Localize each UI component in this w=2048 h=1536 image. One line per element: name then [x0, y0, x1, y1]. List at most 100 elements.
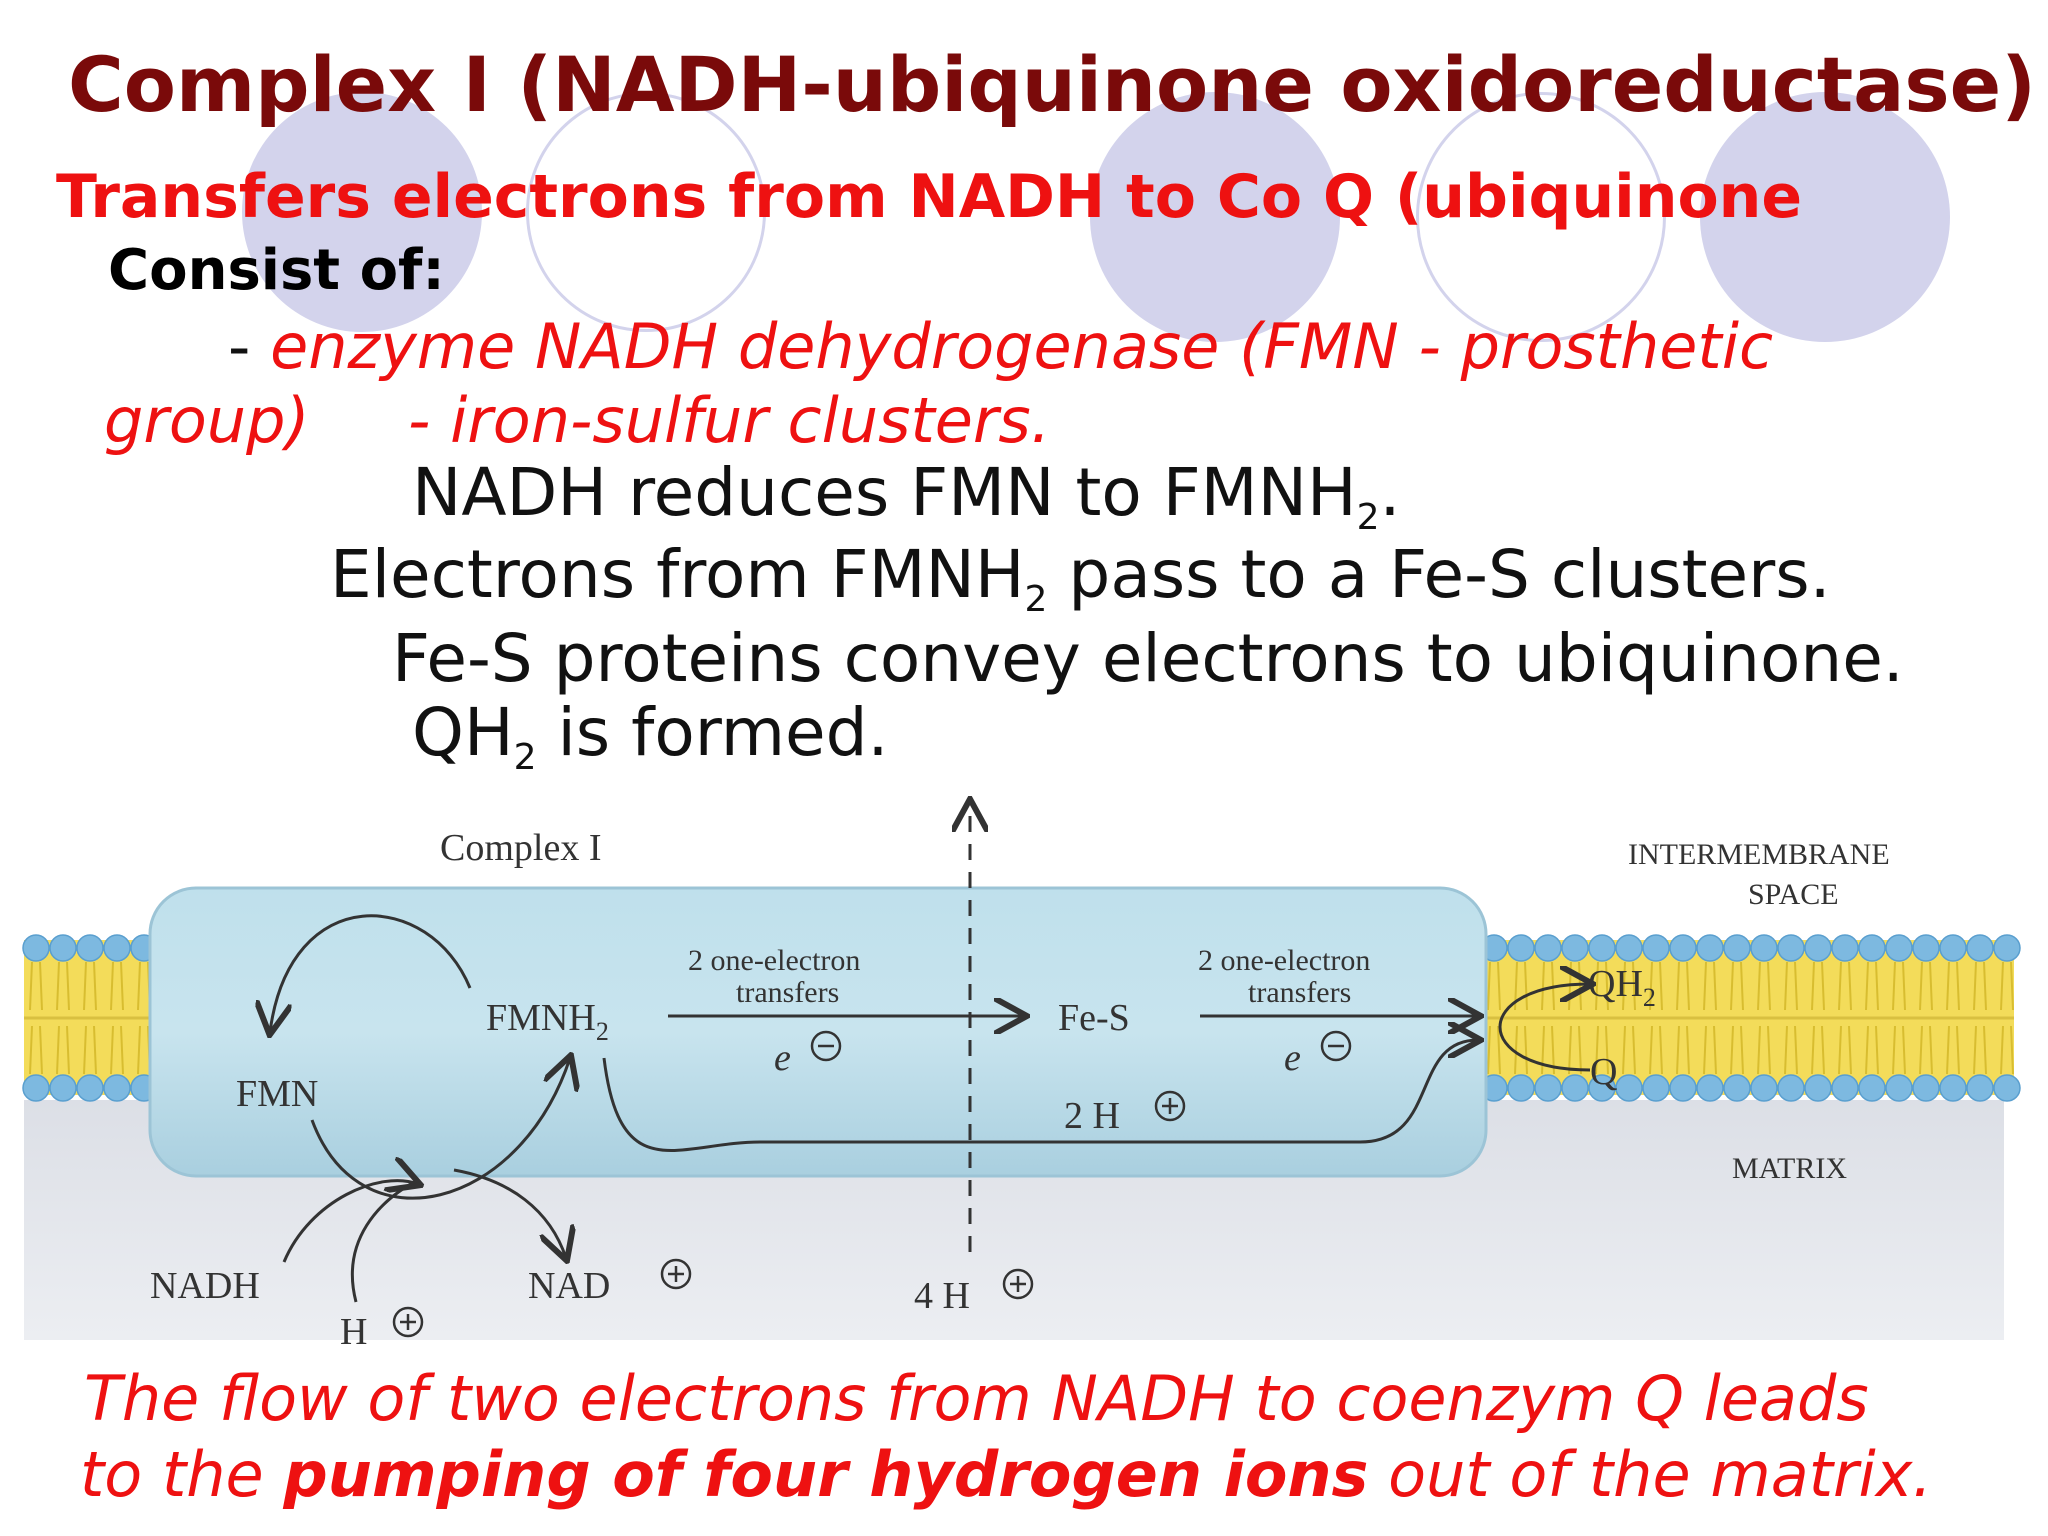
- lipid-head: [1939, 1074, 1967, 1102]
- component-item-1-cont: group): [104, 384, 310, 457]
- lipid-head: [1966, 1074, 1994, 1102]
- lipid-head: [1966, 934, 1994, 962]
- lipid-tail: [1622, 961, 1636, 1075]
- component-item-2: - iron-sulfur clusters.: [408, 384, 1051, 457]
- lipid-head: [103, 1074, 131, 1102]
- lipid-head: [1588, 1074, 1616, 1102]
- h-charge: [392, 1306, 424, 1338]
- intermembrane-label-2: SPACE: [1748, 878, 1839, 911]
- transfer-1-line2: transfers: [736, 976, 839, 1009]
- lipid-head: [1534, 934, 1562, 962]
- lipid-head: [1750, 934, 1778, 962]
- lipid-head: [49, 934, 77, 962]
- decor-circle-2: [526, 92, 766, 332]
- lipid-head: [1696, 1074, 1724, 1102]
- lipid-head: [1831, 1074, 1859, 1102]
- lipid-tail: [1514, 961, 1528, 1075]
- step-3: Fe-S proteins convey electrons to ubiqui…: [392, 620, 1904, 697]
- electron-label-2: e: [1284, 1037, 1301, 1079]
- intermembrane-label-1: INTERMEMBRANE: [1628, 838, 1890, 871]
- lipid-head: [49, 1074, 77, 1102]
- q-cycle-arrow: [1498, 984, 1590, 1072]
- slide-subtitle: Transfers electrons from NADH to Co Q (u…: [56, 162, 1803, 232]
- lipid-head: [1561, 1074, 1589, 1102]
- lipid-tail: [56, 961, 70, 1075]
- step-4: QH2 is formed.: [412, 694, 889, 778]
- fes-label: Fe-S: [1058, 997, 1130, 1039]
- fmn-cycle-arrow-top: [270, 914, 472, 1032]
- lipid-tail: [1892, 961, 1906, 1075]
- lipid-tail: [1757, 961, 1771, 1075]
- lipid-head: [1858, 1074, 1886, 1102]
- lipid-head: [1750, 1074, 1778, 1102]
- lipid-head: [76, 934, 104, 962]
- decor-circle-1: [242, 92, 482, 332]
- two-h-charge: [1154, 1090, 1186, 1122]
- fmn-cycle-arrow-bottom: [310, 1058, 570, 1200]
- step-2: Electrons from FMNH2 pass to a Fe-S clus…: [330, 536, 1831, 620]
- conclusion-line-1: The flow of two electrons from NADH to c…: [84, 1362, 1869, 1435]
- four-h-charge: [1002, 1268, 1034, 1300]
- lipid-head: [1669, 1074, 1697, 1102]
- component-line-1: - enzyme NADH dehydrogenase (FMN - prost…: [228, 310, 1773, 383]
- lipid-head: [1777, 1074, 1805, 1102]
- lipid-head: [1723, 1074, 1751, 1102]
- electron-label-1: e: [774, 1037, 791, 1079]
- four-h-charge-plus: [1010, 1276, 1026, 1292]
- step-1: NADH reduces FMN to FMNH2.: [412, 454, 1401, 538]
- h-charge-plus: [400, 1314, 416, 1330]
- lipid-head: [1642, 934, 1670, 962]
- lipid-head: [1804, 934, 1832, 962]
- lipid-tail: [1703, 961, 1717, 1075]
- lipid-tail: [2000, 961, 2014, 1075]
- electron-charge-1: [810, 1030, 842, 1062]
- lipid-head: [1858, 934, 1886, 962]
- lipid-head: [1588, 934, 1616, 962]
- lipid-tail: [1973, 961, 1987, 1075]
- lipid-head: [1993, 934, 2021, 962]
- lipid-head: [1561, 934, 1589, 962]
- lipid-tail: [83, 961, 97, 1075]
- two-h-label: 2 H: [1064, 1095, 1120, 1137]
- lipid-head: [1615, 1074, 1643, 1102]
- nad-charge: [660, 1258, 692, 1290]
- lipid-head: [1534, 1074, 1562, 1102]
- decor-circle-4: [1416, 92, 1666, 342]
- lipid-tail: [1676, 961, 1690, 1075]
- lipid-head: [1696, 934, 1724, 962]
- nad-label: NAD: [528, 1265, 610, 1307]
- consist-label: Consist of:: [108, 238, 445, 303]
- fmn-label: FMN: [236, 1073, 318, 1115]
- slide-title: Complex I (NADH-ubiquinone oxidoreductas…: [68, 40, 2036, 129]
- transfer-2-line2: transfers: [1248, 976, 1351, 1009]
- lipid-tail: [1919, 961, 1933, 1075]
- lipid-tail: [1865, 961, 1879, 1075]
- component-dash: -: [228, 310, 271, 383]
- decor-circle-5: [1700, 92, 1950, 342]
- nadh-label: NADH: [150, 1265, 260, 1307]
- complex-i-label: Complex I: [440, 827, 601, 869]
- fmnh2-label: FMNH2: [486, 997, 609, 1046]
- lipid-tail: [1595, 961, 1609, 1075]
- nadh-arrow: [282, 1181, 418, 1263]
- lipid-head: [1831, 934, 1859, 962]
- lipid-head: [1507, 1074, 1535, 1102]
- lipid-tail: [1487, 961, 1501, 1075]
- lipid-tail: [1811, 961, 1825, 1075]
- electron-charge-2: [1320, 1030, 1352, 1062]
- lipid-head: [1642, 1074, 1670, 1102]
- component-line-3: - iron-sulfur clusters.: [408, 384, 1050, 457]
- conclusion-line-2: to the pumping of four hydrogen ions out…: [80, 1438, 1933, 1511]
- lipid-head: [1885, 934, 1913, 962]
- lipid-head: [76, 1074, 104, 1102]
- component-item-1: enzyme NADH dehydrogenase (FMN - prosthe…: [270, 310, 1774, 383]
- transfer-2-line1: 2 one-electron: [1198, 944, 1370, 977]
- qh2-label: QH2: [1588, 963, 1656, 1012]
- lipid-head: [1885, 1074, 1913, 1102]
- lipid-head: [103, 934, 131, 962]
- lipid-tail: [1838, 961, 1852, 1075]
- four-h-label: 4 H: [914, 1275, 970, 1317]
- lipid-head: [1939, 934, 1967, 962]
- h-arrow: [350, 1178, 419, 1303]
- nad-charge-plus: [668, 1266, 684, 1282]
